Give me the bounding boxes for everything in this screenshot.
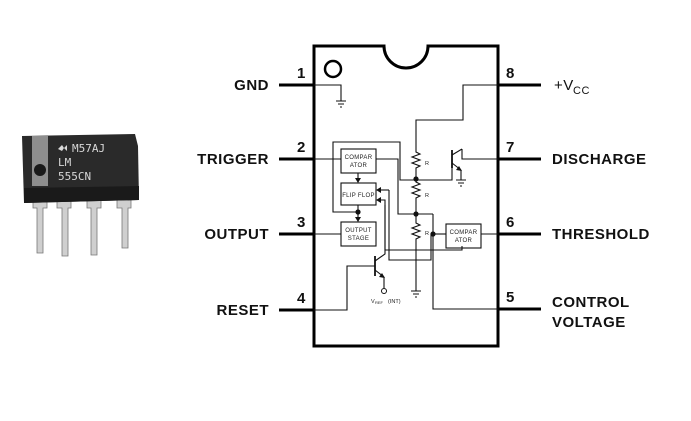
ff-discharge-loop-wire [332, 141, 401, 213]
resistor-2 [410, 172, 422, 214]
pin-label-vcc-sub: CC [573, 85, 590, 97]
pin-number-4: 4 [297, 290, 306, 307]
pin-label-vplus: +V [554, 77, 574, 94]
chip-marking-line3: 555CN [58, 170, 91, 183]
gnd-wire [314, 84, 342, 101]
output-stage-block [340, 221, 377, 247]
resistor-label-1: R [425, 161, 429, 167]
pin-label-threshold: THRESHOLD [552, 226, 650, 243]
reset-transistor-icon [374, 205, 387, 294]
pin-number-8: 8 [506, 65, 514, 82]
vref-terminal-icon [381, 288, 387, 294]
chip-notch-stripe [32, 136, 48, 186]
chip-photo: M57AJ LM 555CN [22, 134, 139, 257]
pin-numbers: 1 2 3 4 5 6 7 8 [297, 65, 514, 307]
output-stage-label-1: OUTPUT [345, 228, 371, 234]
chip-pin1-dot [34, 164, 46, 176]
flip-flop-label: FLIP FLOP [342, 193, 375, 199]
arrow-down-icon [355, 178, 361, 183]
ladder-node-upper [413, 176, 419, 182]
arrow-down-icon-3 [355, 217, 361, 222]
pin-label-gnd: GND [234, 77, 269, 94]
pin-label-voltage: VOLTAGE [552, 314, 626, 331]
output-stage-label-2: STAGE [348, 236, 369, 242]
ground-symbol-icon [336, 100, 346, 108]
vcc-wire [415, 84, 498, 148]
pin-number-3: 3 [297, 214, 305, 231]
resistor-3 [410, 214, 422, 291]
national-semiconductor-logo-icon [58, 145, 67, 151]
ic-outline [312, 44, 500, 348]
ff-reset-feed-wire [388, 190, 432, 261]
pin-labels: GND TRIGGER OUTPUT RESET CONTROL VOLTAGE… [197, 77, 650, 331]
chip-marking-line2: LM [58, 156, 72, 169]
pin-label-control: CONTROL [552, 294, 630, 311]
control-voltage-wire [432, 234, 498, 310]
chip-body [22, 134, 139, 203]
discharge-base-wire [399, 159, 453, 181]
vref-label-sub: REF [375, 300, 384, 305]
discharge-transistor-icon [451, 148, 498, 187]
vref-label-v: V [371, 299, 375, 305]
internal-circuit: R R R COMPAR ATOR FLIP FLOP [314, 84, 498, 311]
comparator-bottom-label-2: ATOR [455, 238, 473, 244]
pin-number-2: 2 [297, 139, 305, 156]
comparator-top-block [340, 148, 377, 174]
comparator-top-label-1: COMPAR [345, 155, 373, 161]
pin-label-discharge: DISCHARGE [552, 151, 647, 168]
pin1-indicator-icon [323, 59, 343, 79]
pin-label-reset: RESET [216, 302, 269, 319]
pin-leads [279, 83, 541, 312]
resistor-label-2: R [425, 193, 429, 199]
reset-wire [314, 265, 375, 311]
pin-label-trigger: TRIGGER [197, 151, 269, 168]
pin-label-output: OUTPUT [204, 226, 269, 243]
chip-leads [32, 195, 132, 257]
pin-number-6: 6 [506, 214, 514, 231]
arrow-left-icon-2 [376, 197, 381, 203]
comparator-top-label-2: ATOR [350, 163, 368, 169]
arrow-left-icon [376, 187, 381, 193]
resistor-1 [410, 148, 422, 172]
pin-number-5: 5 [506, 289, 514, 306]
pin-number-1: 1 [297, 65, 305, 82]
vref-label-suffix: (INT) [388, 299, 401, 305]
ground-symbol-ladder-icon [411, 290, 421, 298]
resistor-ladder: R R R [410, 148, 429, 291]
resistor-label-3: R [425, 231, 429, 237]
ic-package [312, 44, 500, 348]
vref-label: V REF (INT) [371, 299, 401, 305]
pin-number-7: 7 [506, 139, 514, 156]
chip-marking-line1: M57AJ [72, 142, 105, 155]
comparator-bottom-label-1: COMPAR [450, 230, 478, 236]
pin-label-vcc: +V CC [554, 77, 590, 97]
comparator-top-ref-wire [376, 158, 416, 215]
comparator-bottom-block [445, 223, 482, 249]
